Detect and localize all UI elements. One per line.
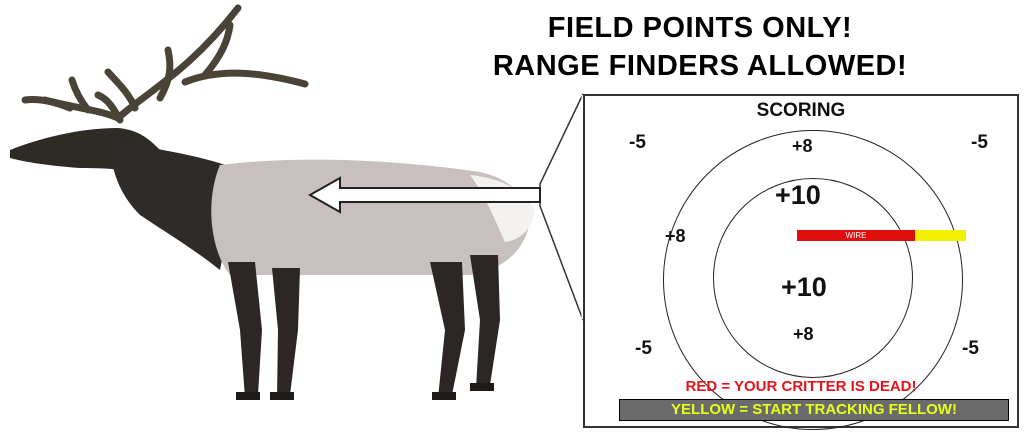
score-outer-left: +8: [665, 226, 686, 246]
score-inner-bottom: +10: [781, 272, 827, 302]
score-outer-top: +8: [792, 136, 813, 156]
score-corner-top-left: -5: [629, 132, 646, 153]
elk-target-image: [10, 4, 535, 400]
score-inner-top: +10: [775, 180, 821, 210]
headline-field-points: FIELD POINTS ONLY!: [547, 12, 853, 44]
wire-red-zone: WIRE: [797, 230, 915, 241]
scoring-panel: SCORING -5 -5 -5 -5 +8 +8 +8 +10 +10 WIR…: [583, 94, 1019, 430]
headline-range-finders: RANGE FINDERS ALLOWED!: [492, 50, 908, 82]
score-outer-bottom: +8: [793, 324, 814, 344]
outer-ring: [663, 130, 963, 430]
score-corner-bottom-left: -5: [635, 338, 652, 359]
score-corner-bottom-right: -5: [962, 338, 979, 359]
wire-yellow-zone: [915, 230, 966, 241]
red-legend: RED = YOUR CRITTER IS DEAD!: [685, 378, 917, 395]
score-corner-top-right: -5: [971, 132, 988, 153]
yellow-legend: YELLOW = START TRACKING FELLOW!: [619, 399, 1009, 421]
scoring-title: SCORING: [756, 100, 846, 121]
inner-ring: [713, 178, 913, 378]
